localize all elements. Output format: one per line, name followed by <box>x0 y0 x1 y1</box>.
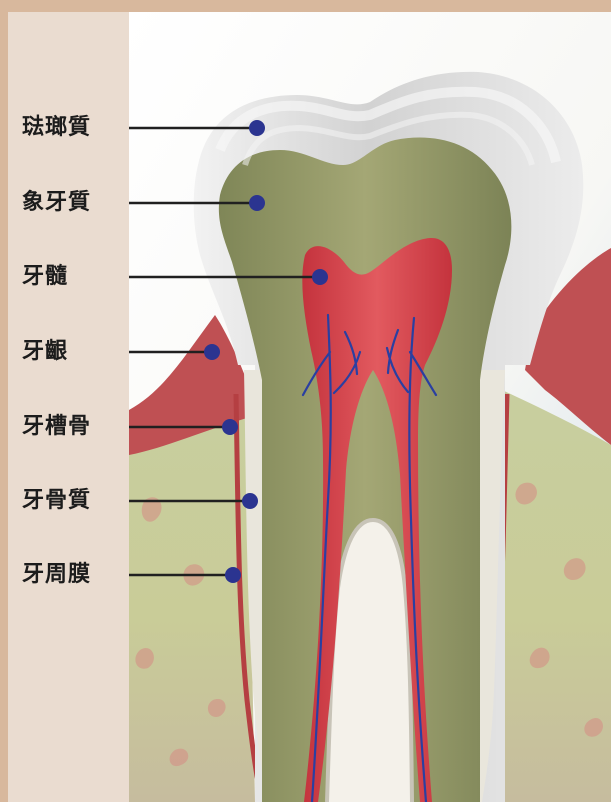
label-dentin: 象牙質 <box>22 191 91 215</box>
label-pulp: 牙髓 <box>22 265 68 289</box>
dot-marker <box>204 344 220 360</box>
dot-marker <box>225 567 241 583</box>
dot-marker <box>222 419 238 435</box>
label-cementum: 牙骨質 <box>22 489 91 513</box>
dot-marker <box>242 493 258 509</box>
label-gum: 牙齦 <box>22 340 68 364</box>
dot-marker <box>312 269 328 285</box>
label-alveolar-bone: 牙槽骨 <box>22 415 91 439</box>
label-enamel: 琺瑯質 <box>22 116 91 140</box>
dot-marker <box>249 120 265 136</box>
illustration-group <box>129 12 611 802</box>
dot-marker <box>249 195 265 211</box>
label-periodontal-membrane: 牙周膜 <box>22 563 91 587</box>
